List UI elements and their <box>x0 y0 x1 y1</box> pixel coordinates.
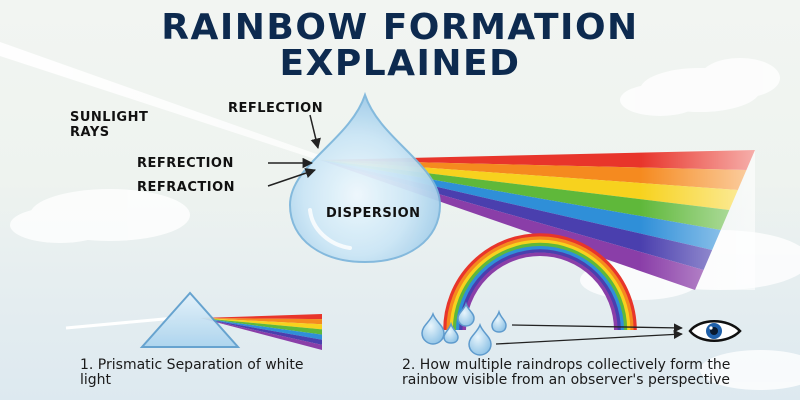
prism-band <box>200 318 322 330</box>
fan-fade <box>640 150 755 290</box>
prism-band <box>200 314 322 320</box>
arc-band <box>443 233 637 331</box>
raindrop <box>457 301 475 327</box>
caption-observer: 2. How multiple raindrops collectively f… <box>402 357 731 388</box>
label-refrection: REFRECTION <box>137 156 234 171</box>
arc-band <box>456 246 624 331</box>
arc-band <box>462 252 618 331</box>
arc-band <box>446 236 634 331</box>
raindrop <box>443 321 459 344</box>
sunlight-ray <box>0 42 322 160</box>
raindrop <box>421 311 445 345</box>
label-arrows <box>267 114 321 187</box>
caption-prism: 1. Prismatic Separation of white light <box>80 357 304 388</box>
label-refraction: REFRACTION <box>137 180 236 195</box>
label-dispersion: DISPERSION <box>326 206 421 221</box>
water-drop <box>288 91 442 264</box>
arc-band <box>449 239 631 331</box>
prism-spectrum <box>200 314 322 350</box>
observer-arrows <box>495 323 683 345</box>
prism-band <box>200 318 322 335</box>
label-sunlight-rays: SUNLIGHT RAYS <box>70 110 149 140</box>
prism <box>139 291 241 348</box>
page-title-line2: EXPLAINED <box>279 43 521 84</box>
arc-band <box>452 242 628 331</box>
drop-highlight <box>308 208 352 250</box>
raindrop <box>491 309 507 333</box>
prism-band <box>200 318 322 345</box>
label-reflection: REFLECTION <box>228 101 324 116</box>
rainbow-arc <box>443 233 637 331</box>
arc-band <box>459 249 621 331</box>
prism-band <box>200 318 322 350</box>
raindrops <box>421 301 507 356</box>
raindrop <box>468 322 492 356</box>
spectrum-band <box>320 160 747 190</box>
prism-white-light <box>65 316 176 330</box>
eye-icon <box>688 320 742 342</box>
page-title: RAINBOW FORMATION <box>161 7 639 48</box>
